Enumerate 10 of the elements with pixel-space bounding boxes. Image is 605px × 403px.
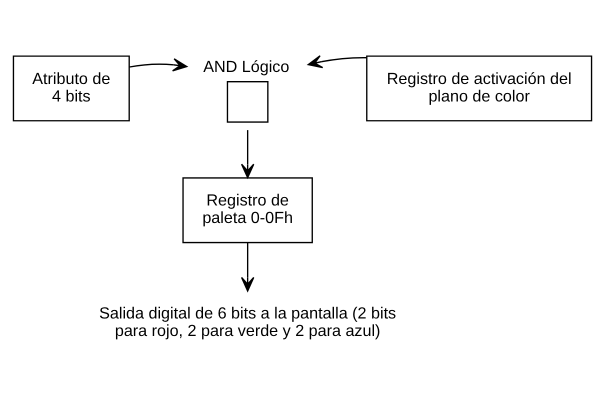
node-text: Salida digital de 6 bits a la pantalla (2 bits para rojo, 2 para verde y 2 para azul) — [99, 304, 396, 340]
node-box: Registro de paleta 0-0Fh — [182, 177, 313, 244]
arrow — [240, 242, 254, 292]
arrow — [129, 58, 188, 72]
node-box — [226, 81, 269, 123]
arrow — [308, 55, 366, 68]
node-box: Atributo de 4 bits — [12, 55, 130, 122]
arrow — [240, 130, 254, 178]
node-label: AND Lógico — [203, 58, 290, 76]
node-box: Registro de activación del plano de color — [366, 55, 592, 122]
